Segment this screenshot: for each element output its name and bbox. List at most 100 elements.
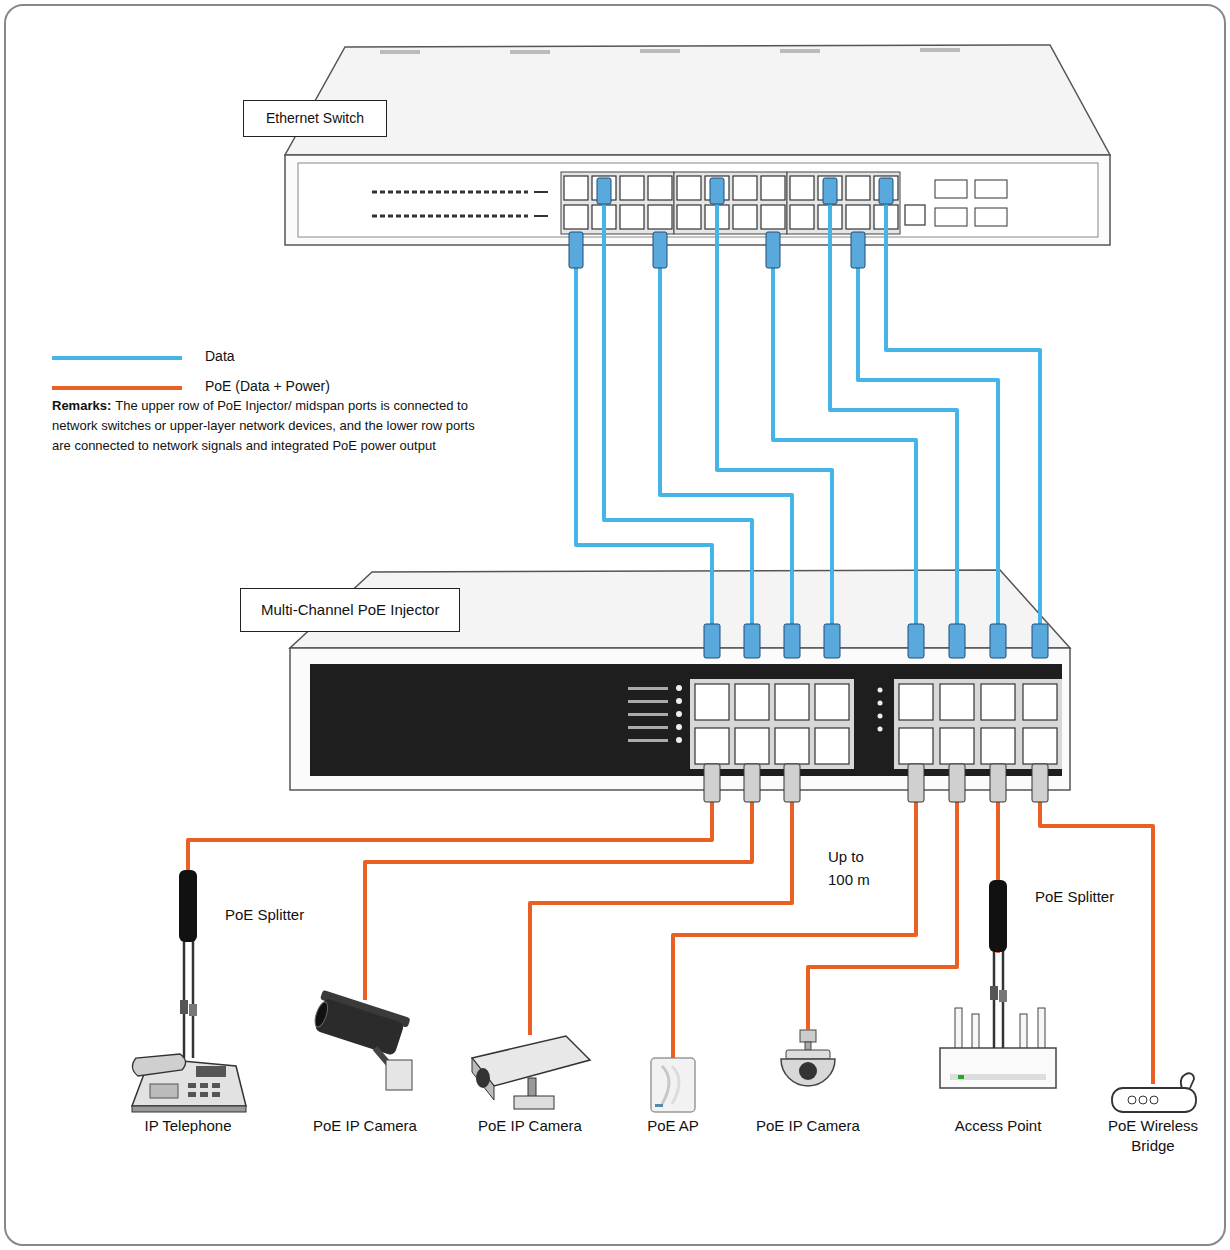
- ap-stripe: [672, 1066, 679, 1104]
- remark-heading: Remarks:: [52, 398, 111, 413]
- device-caption: PoE IP Camera: [300, 1116, 430, 1136]
- switch-led-row: [372, 215, 528, 218]
- rj45-plug: [653, 232, 667, 268]
- device-label: Ethernet Switch: [243, 100, 387, 137]
- rj45-plug: [879, 178, 893, 204]
- phone-key: [188, 1092, 196, 1097]
- switch-top-row-plugs: [597, 178, 893, 246]
- bridge-antenna: [1181, 1073, 1194, 1088]
- ip-camera: PoE IP Camera: [300, 1000, 430, 1136]
- switch-vent: [380, 50, 420, 54]
- splitter-label: PoE Splitter: [1035, 886, 1114, 909]
- led: [676, 724, 682, 730]
- data-cable: [773, 245, 916, 640]
- phone-key: [200, 1083, 208, 1088]
- rj45-plug: [823, 178, 837, 204]
- camera-front: [472, 1058, 494, 1100]
- distance-note: Up to 100 m: [828, 846, 886, 891]
- device-caption: IP Telephone: [123, 1116, 253, 1136]
- poe-cable: [673, 790, 916, 1058]
- device-caption: Access Point: [933, 1116, 1063, 1136]
- rj45-plug: [1032, 624, 1048, 658]
- port: [1023, 684, 1057, 720]
- antenna: [972, 1014, 979, 1050]
- camera-plate: [386, 1060, 412, 1090]
- poe-cable: [188, 790, 712, 1038]
- ap-stripe: [662, 1066, 669, 1104]
- rj45-plug: [784, 764, 800, 802]
- rj45-plug: [710, 178, 724, 204]
- legend-line: [52, 386, 182, 390]
- remark-text: The upper row of PoE Injector/ midspan p…: [52, 398, 475, 453]
- ip-camera: PoE IP Camera: [465, 1035, 595, 1136]
- rj45-plug: [784, 624, 800, 658]
- legend-text: Data: [205, 348, 235, 364]
- poe-ap-icon: [651, 1058, 695, 1112]
- cable-stub: [884, 200, 888, 246]
- sfp-port: [935, 208, 967, 226]
- port-block: [674, 172, 787, 234]
- rj45-plug: [990, 624, 1006, 658]
- dome-shell: [781, 1059, 835, 1086]
- port: [677, 176, 701, 200]
- port: [815, 728, 849, 764]
- device-caption: PoE IP Camera: [743, 1116, 873, 1136]
- poe-splitter-right: [989, 880, 1007, 1048]
- bridge-led: [1150, 1096, 1158, 1104]
- router-housing: [940, 1048, 1056, 1088]
- cable-stub: [715, 200, 719, 246]
- port: [1023, 728, 1057, 764]
- port: [735, 728, 769, 764]
- access-point: Access Point: [933, 1008, 1063, 1136]
- wireless-bridge: PoE Wireless Bridge: [1096, 1084, 1211, 1157]
- rj45-plug: [1032, 764, 1048, 802]
- camera-lens: [476, 1068, 490, 1088]
- splitter-body: [989, 880, 1007, 952]
- antenna: [955, 1008, 962, 1050]
- sfp-port: [975, 180, 1007, 198]
- splitter-jack: [999, 990, 1007, 1002]
- port: [733, 176, 757, 200]
- port-block: [690, 679, 854, 769]
- bridge-led: [1139, 1096, 1147, 1104]
- led: [676, 711, 682, 717]
- device-label: Multi-Channel PoE Injector: [240, 588, 460, 632]
- rj45-plug: [597, 178, 611, 204]
- dome-arm: [805, 1042, 811, 1050]
- led-legend: [628, 700, 668, 703]
- ap-led: [655, 1104, 663, 1107]
- box-camera-icon: [472, 1036, 590, 1109]
- port: [761, 176, 785, 200]
- camera-mount: [528, 1078, 536, 1098]
- port: [695, 728, 729, 764]
- led: [878, 714, 883, 719]
- dome-camera-icon: [781, 1030, 835, 1086]
- ap-housing: [651, 1058, 695, 1112]
- rj45-plug: [744, 764, 760, 802]
- port: [981, 728, 1015, 764]
- sfp-port: [975, 208, 1007, 226]
- port: [677, 205, 701, 229]
- port: [981, 684, 1015, 720]
- data-cable: [576, 245, 712, 640]
- data-cable: [830, 245, 957, 640]
- device-caption: PoE AP: [608, 1116, 738, 1136]
- rj45-plug: [908, 764, 924, 802]
- router-icon: [940, 1008, 1056, 1088]
- antenna: [1020, 1014, 1027, 1050]
- port: [761, 205, 785, 229]
- port: [790, 176, 814, 200]
- led: [878, 727, 883, 732]
- phone-foot: [132, 1106, 246, 1112]
- switch-led-row: [372, 191, 528, 194]
- splitter-label: PoE Splitter: [225, 904, 304, 927]
- rj45-plug: [908, 624, 924, 658]
- ip-telephone: IP Telephone: [123, 1038, 253, 1136]
- device-caption: PoE Wireless Bridge: [1096, 1116, 1211, 1157]
- phone-key: [212, 1083, 220, 1088]
- port: [846, 176, 870, 200]
- bullet-camera-icon: [310, 990, 412, 1090]
- outer-frame: [5, 5, 1225, 1245]
- bridge-led: [1128, 1096, 1136, 1104]
